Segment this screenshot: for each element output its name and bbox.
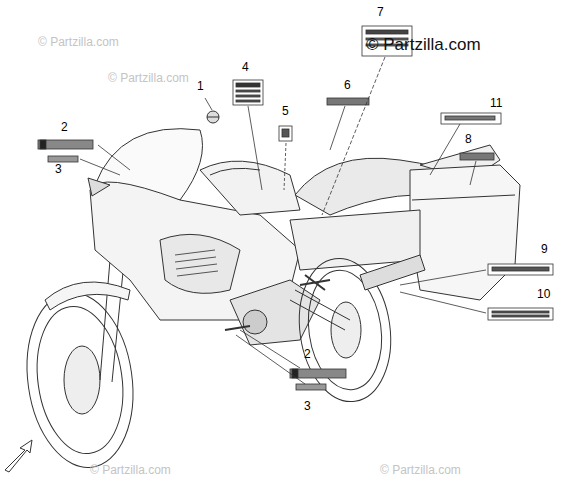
callout-number: 8 — [465, 133, 472, 145]
callout-number: 9 — [541, 243, 548, 255]
callout-number: 7 — [377, 6, 384, 18]
watermark: © Partzilla.com — [108, 72, 189, 84]
callout-number: 11 — [490, 97, 502, 109]
callout-number: 4 — [242, 61, 249, 73]
callout-number: 2 — [61, 121, 68, 133]
callout-number: 5 — [282, 105, 289, 117]
callout-number: 3 — [304, 400, 311, 412]
callout-number: 2 — [304, 348, 311, 360]
watermark: © Partzilla.com — [90, 464, 171, 476]
callout-number: 10 — [537, 288, 550, 300]
watermark: © Partzilla.com — [366, 36, 481, 53]
watermark: © Partzilla.com — [380, 464, 461, 476]
watermark: © Partzilla.com — [38, 36, 119, 48]
callout-number: 1 — [197, 80, 204, 92]
callout-number: 6 — [344, 79, 351, 91]
callout-number: 3 — [55, 163, 62, 175]
